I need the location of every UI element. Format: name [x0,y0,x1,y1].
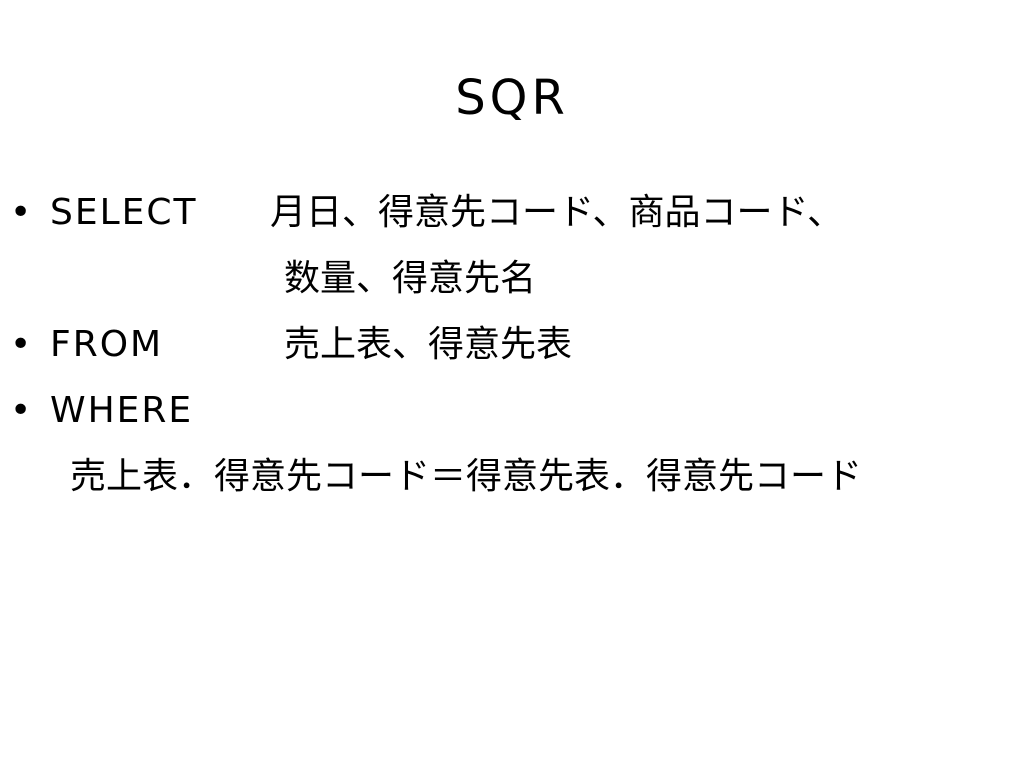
bullet-list: • SELECT 月日、得意先コード、商品コード、 数量、得意先名 • FROM… [0,180,1024,510]
select-clause-continued: 数量、得意先名 [0,246,1024,312]
select-columns-line1: 月日、得意先コード、商品コード、 [270,192,844,233]
where-clause: • WHERE [0,378,1024,444]
bullet-icon: • [10,324,32,365]
from-clause: • FROM 売上表、得意先表 [0,312,1024,378]
bullet-icon: • [10,390,32,431]
where-condition-line: 売上表．得意先コード＝得意先表．得意先コード [0,444,1024,510]
select-keyword: SELECT [50,192,198,233]
from-tables: 売上表、得意先表 [284,324,573,365]
slide-title: SQR [455,70,569,126]
where-condition: 売上表．得意先コード＝得意先表．得意先コード [70,456,863,497]
from-keyword: FROM [50,324,164,365]
bullet-icon: • [10,192,32,233]
where-keyword: WHERE [50,390,194,431]
select-clause: • SELECT 月日、得意先コード、商品コード、 [0,180,1024,246]
select-columns-line2: 数量、得意先名 [284,258,537,299]
